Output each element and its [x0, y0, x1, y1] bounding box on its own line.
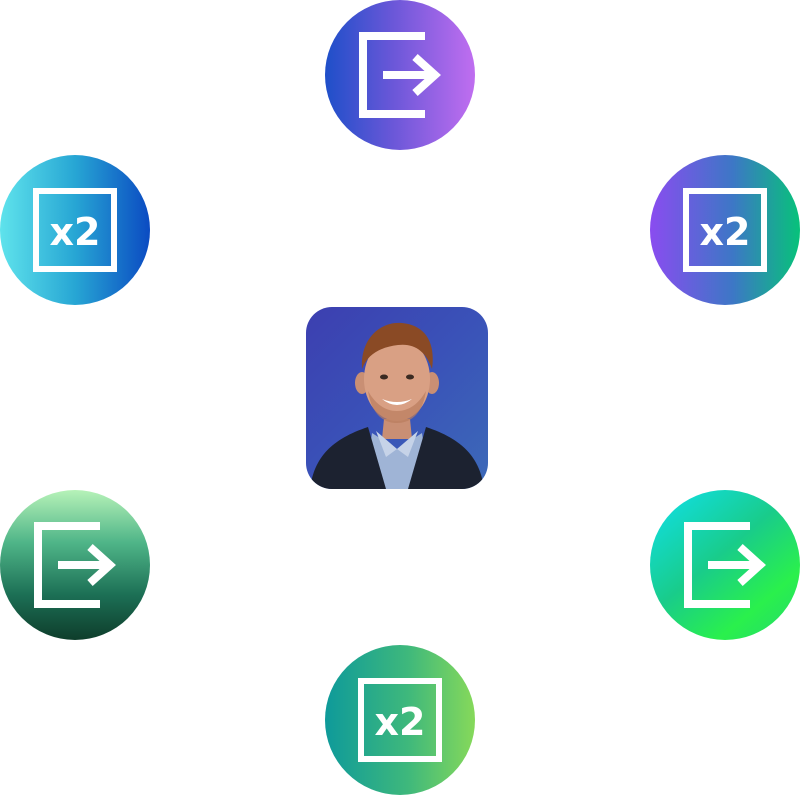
multiply-label: x2: [375, 700, 426, 744]
exit-arrow-icon: [684, 522, 766, 608]
exit-arrow-icon: [359, 32, 441, 118]
multiply-label: x2: [700, 210, 751, 254]
exit-node-bottom-right[interactable]: [650, 490, 800, 640]
multiply-label: x2: [50, 210, 101, 254]
avatar: [306, 307, 488, 489]
avatar-portrait: [310, 322, 484, 489]
multiply-2-icon: x2: [683, 188, 767, 272]
multiply-node-bottom[interactable]: x2: [325, 645, 475, 795]
multiply-node-top-left[interactable]: x2: [0, 155, 150, 305]
exit-node-bottom-left[interactable]: [0, 490, 150, 640]
multiply-2-icon: x2: [358, 678, 442, 762]
multiply-2-icon: x2: [33, 188, 117, 272]
exit-arrow-icon: [34, 522, 116, 608]
exit-node-top[interactable]: [325, 0, 475, 150]
multiply-node-top-right[interactable]: x2: [650, 155, 800, 305]
